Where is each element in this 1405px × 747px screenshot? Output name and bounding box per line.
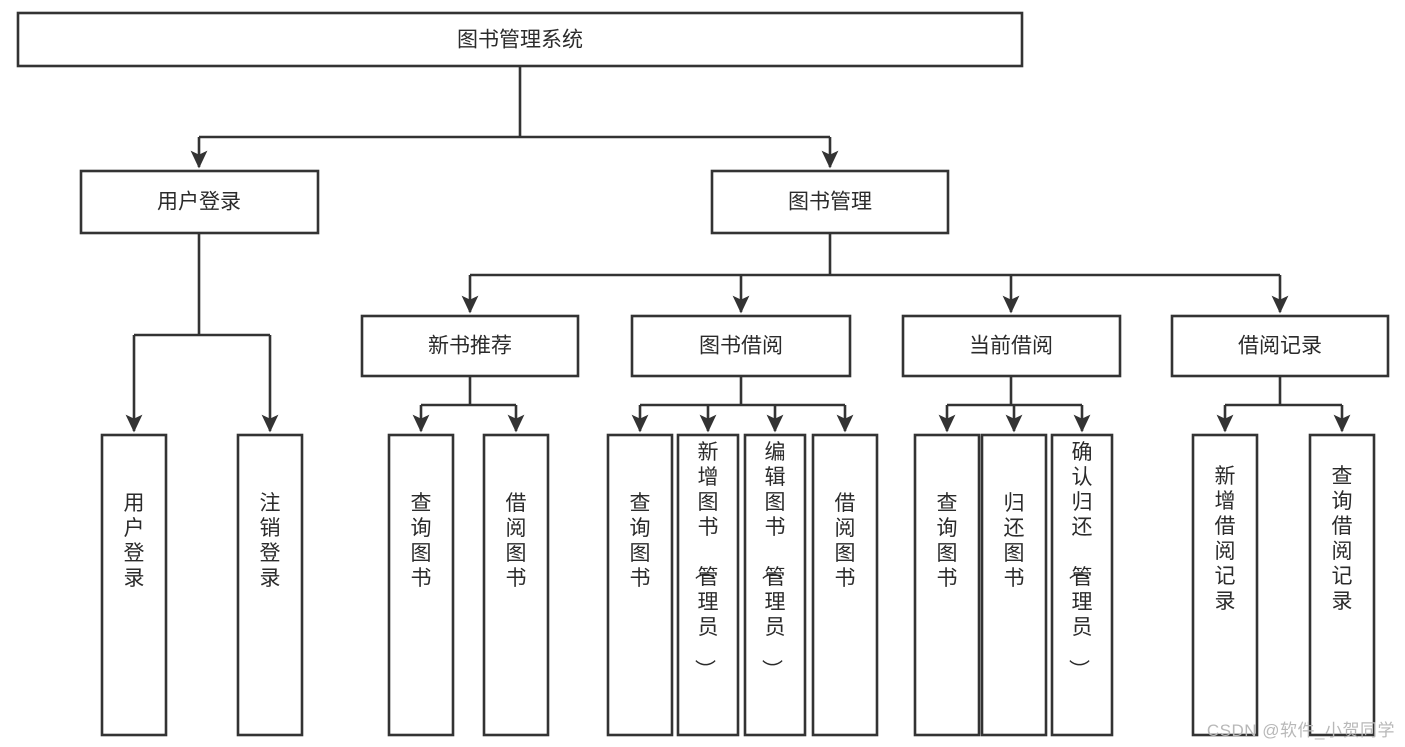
node-leaf-query-book-3-label: 查询图书 <box>937 492 958 590</box>
connector-layer <box>125 66 1351 433</box>
node-current-borrow-label: 当前借阅 <box>969 335 1053 358</box>
node-leaf-edit-book[interactable]: 编辑图书（管理员） <box>743 433 807 737</box>
node-leaf-user-login-label: 用户登录 <box>124 492 145 590</box>
node-leaf-user-login[interactable]: 用户登录 <box>100 433 168 737</box>
node-book-borrow-box[interactable] <box>630 314 852 378</box>
node-new-book-recommend-label: 新书推荐 <box>428 335 512 358</box>
node-current-borrow[interactable]: 当前借阅 <box>901 314 1122 378</box>
node-leaf-query-book-2-box[interactable] <box>606 433 674 737</box>
node-leaf-user-logout-box[interactable] <box>236 433 304 737</box>
node-leaf-query-book-1-label: 查询图书 <box>411 492 432 590</box>
node-root-label: 图书管理系统 <box>457 29 583 52</box>
node-leaf-user-logout[interactable]: 注销登录 <box>236 433 304 737</box>
node-leaf-query-book-3[interactable]: 查询图书 <box>913 433 981 737</box>
node-leaf-borrow-book-1[interactable]: 借阅图书 <box>482 433 550 737</box>
node-borrow-record[interactable]: 借阅记录 <box>1170 314 1390 378</box>
node-leaf-query-book-2[interactable]: 查询图书 <box>606 433 674 737</box>
node-leaf-add-record-box[interactable] <box>1191 433 1259 737</box>
node-leaf-borrow-book-1-box[interactable] <box>482 433 550 737</box>
node-leaf-borrow-book-2-box[interactable] <box>811 433 879 737</box>
node-leaf-borrow-book-2-label: 借阅图书 <box>835 492 856 590</box>
node-user-login-box[interactable] <box>79 169 320 235</box>
node-leaf-borrow-book-2[interactable]: 借阅图书 <box>811 433 879 737</box>
node-leaf-return-book[interactable]: 归还图书 <box>980 433 1048 737</box>
node-leaf-return-book-label: 归还图书 <box>1004 492 1025 590</box>
node-leaf-add-record-label: 新增借阅记录 <box>1215 465 1236 613</box>
node-leaf-user-logout-label: 注销登录 <box>260 492 281 590</box>
node-book-manage-box[interactable] <box>710 169 950 235</box>
node-leaf-query-book-1-box[interactable] <box>387 433 455 737</box>
csdn-watermark: CSDN @软件_小贺同学 <box>1206 721 1395 740</box>
node-leaf-query-record-box[interactable] <box>1308 433 1376 737</box>
node-leaf-query-book-2-label: 查询图书 <box>630 492 651 590</box>
node-leaf-add-book-box[interactable] <box>676 433 740 737</box>
node-leaf-query-record-label: 查询借阅记录 <box>1332 465 1353 613</box>
node-current-borrow-box[interactable] <box>901 314 1122 378</box>
node-leaf-query-book-3-box[interactable] <box>913 433 981 737</box>
node-book-manage-label: 图书管理 <box>788 191 872 214</box>
node-new-book-recommend[interactable]: 新书推荐 <box>360 314 580 378</box>
node-root[interactable]: 图书管理系统 <box>16 11 1024 68</box>
node-leaf-borrow-book-1-label: 借阅图书 <box>506 492 527 590</box>
node-user-login[interactable]: 用户登录 <box>79 169 320 235</box>
node-book-manage[interactable]: 图书管理 <box>710 169 950 235</box>
node-leaf-edit-book-box[interactable] <box>743 433 807 737</box>
node-leaf-confirm-return[interactable]: 确认归还（管理员） <box>1050 433 1114 737</box>
node-leaf-return-book-box[interactable] <box>980 433 1048 737</box>
node-leaf-edit-book-label: 编辑图书（管理员） <box>760 441 786 680</box>
node-leaf-query-book-1[interactable]: 查询图书 <box>387 433 455 737</box>
node-leaf-confirm-return-label: 确认归还（管理员） <box>1067 441 1093 680</box>
node-leaf-add-record[interactable]: 新增借阅记录 <box>1191 433 1259 737</box>
node-leaf-query-record[interactable]: 查询借阅记录 <box>1308 433 1376 737</box>
node-leaf-user-login-box[interactable] <box>100 433 168 737</box>
node-book-borrow-label: 图书借阅 <box>699 335 783 358</box>
node-new-book-recommend-box[interactable] <box>360 314 580 378</box>
node-leaf-add-book[interactable]: 新增图书（管理员） <box>676 433 740 737</box>
node-book-borrow[interactable]: 图书借阅 <box>630 314 852 378</box>
node-leaf-add-book-label: 新增图书（管理员） <box>693 441 719 680</box>
node-leaf-confirm-return-box[interactable] <box>1050 433 1114 737</box>
node-borrow-record-label: 借阅记录 <box>1238 335 1322 358</box>
node-user-login-label: 用户登录 <box>157 191 241 214</box>
node-root-box[interactable] <box>16 11 1024 68</box>
node-borrow-record-box[interactable] <box>1170 314 1390 378</box>
